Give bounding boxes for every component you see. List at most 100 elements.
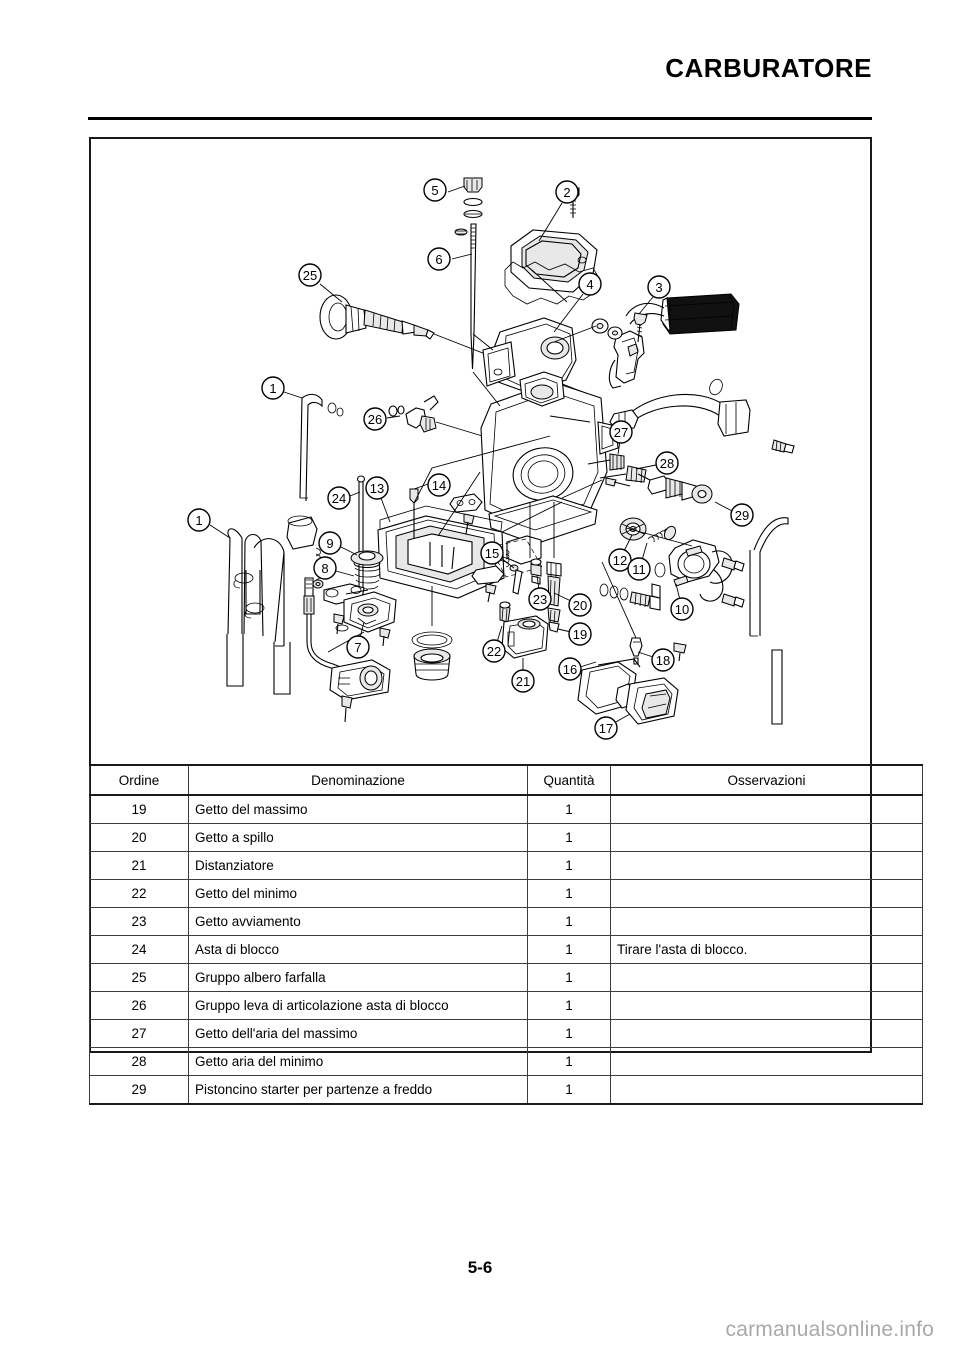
callout-bubble <box>423 178 447 202</box>
callout-number: 9 <box>326 536 333 551</box>
column-header-osservazioni: Osservazioni <box>610 764 923 796</box>
table-cell-osservazioni <box>610 879 923 908</box>
callout-bubble <box>511 669 535 693</box>
callout-bubble <box>608 548 632 572</box>
callout-13: 13 <box>365 476 391 523</box>
table-cell-osservazioni: Tirare l'asta di blocco. <box>610 935 923 964</box>
callout-25: 25 <box>298 263 343 303</box>
callout-number: 19 <box>573 627 587 642</box>
table-cell-quantita: 1 <box>527 963 611 992</box>
callout-number: 1 <box>195 513 202 528</box>
site-watermark: carmanualsonline.info <box>725 1318 934 1341</box>
part-18-plug <box>629 637 643 665</box>
callout-17: 17 <box>594 713 631 740</box>
table-cell-quantita: 1 <box>527 991 611 1020</box>
callout-leader-line <box>209 524 231 539</box>
callout-leader-line <box>283 391 303 399</box>
callout-leader-line <box>638 296 654 315</box>
part-8-9-spring-cap <box>312 547 384 605</box>
callout-number: 17 <box>599 721 613 736</box>
callout-bubble <box>594 716 618 740</box>
callout-bubble <box>365 476 389 500</box>
callout-bubble <box>609 420 633 444</box>
callout-number: 12 <box>613 553 627 568</box>
table-cell-osservazioni <box>610 1047 923 1076</box>
table-cell-quantita: 1 <box>527 907 611 936</box>
callout-number: 1 <box>269 381 276 396</box>
callout-14: 14 <box>413 473 451 497</box>
table-cell-quantita: 1 <box>527 935 611 964</box>
callout-28: 28 <box>635 451 679 475</box>
callout-number: 2 <box>563 185 570 200</box>
part-6-jet-needle <box>454 223 477 370</box>
callout-10: 10 <box>670 583 694 621</box>
callout-6: 6 <box>427 247 473 271</box>
parts-16-17-covers <box>577 642 687 725</box>
table-cell-ordine: 22 <box>89 879 189 908</box>
callout-24: 24 <box>327 486 361 510</box>
table-cell-ordine: 24 <box>89 935 189 964</box>
table-cell-quantita: 1 <box>527 1075 611 1105</box>
table-cell-denominazione: Getto aria del minimo <box>188 1047 528 1076</box>
part-26-link-lever <box>388 395 523 449</box>
part-22-pilot-jet <box>499 601 511 623</box>
callout-number: 29 <box>735 508 749 523</box>
callout-leader-line <box>413 483 429 490</box>
table-cell-quantita: 1 <box>527 879 611 908</box>
callout-3: 3 <box>638 275 671 315</box>
table-cell-denominazione: Asta di blocco <box>188 935 528 964</box>
callout-21: 21 <box>511 658 535 693</box>
callout-15: 15 <box>480 541 515 569</box>
callout-leader-line <box>675 583 681 601</box>
table-cell-osservazioni <box>610 991 923 1020</box>
callout-bubble <box>647 275 671 299</box>
callout-bubble <box>427 473 451 497</box>
callout-number: 8 <box>321 561 328 576</box>
callout-leader-line <box>380 497 391 523</box>
callout-number: 23 <box>533 592 547 607</box>
table-cell-osservazioni <box>610 963 923 992</box>
callout-18: 18 <box>637 648 675 672</box>
callout-leader-line <box>319 283 343 303</box>
callout-number: 18 <box>656 653 670 668</box>
float-bowl-assembly <box>377 488 505 681</box>
table-cell-osservazioni <box>610 851 923 880</box>
page-title: CARBURATORE <box>665 53 872 83</box>
starter-cable <box>303 577 391 723</box>
part-2-top-cover <box>504 187 600 305</box>
callout-26: 26 <box>363 407 401 431</box>
part-21-spacer <box>501 615 549 659</box>
callout-number: 14 <box>432 478 446 493</box>
callout-leader-line <box>335 570 355 577</box>
table-cell-ordine: 21 <box>89 851 189 880</box>
table-cell-denominazione: Pistoncino starter per partenze a freddo <box>188 1075 528 1105</box>
callout-leader-line <box>635 464 657 470</box>
table-cell-osservazioni <box>610 794 923 824</box>
tps-wire-harness <box>609 378 795 454</box>
callout-leader-line <box>340 546 358 556</box>
assembly-leader-lines <box>327 269 693 653</box>
callout-number: 6 <box>435 252 442 267</box>
table-cell-osservazioni <box>610 907 923 936</box>
table-cell-denominazione: Gruppo albero farfalla <box>188 963 528 992</box>
callout-20: 20 <box>553 592 592 617</box>
table-cell-ordine: 20 <box>89 823 189 852</box>
carburetor-main-body <box>480 317 619 565</box>
callout-2: 2 <box>538 180 579 242</box>
callout-bubble <box>627 557 651 581</box>
table-cell-quantita: 1 <box>527 1019 611 1048</box>
table-cell-osservazioni <box>610 1019 923 1048</box>
table-cell-ordine: 28 <box>89 1047 189 1076</box>
callout-bubble <box>528 587 552 611</box>
table-cell-quantita: 1 <box>527 823 611 852</box>
table-cell-osservazioni <box>610 1075 923 1105</box>
part-24-lock-rod <box>356 475 366 601</box>
callout-leader-line <box>714 501 733 512</box>
table-cell-denominazione: Gruppo leva di articolazione asta di blo… <box>188 991 528 1020</box>
